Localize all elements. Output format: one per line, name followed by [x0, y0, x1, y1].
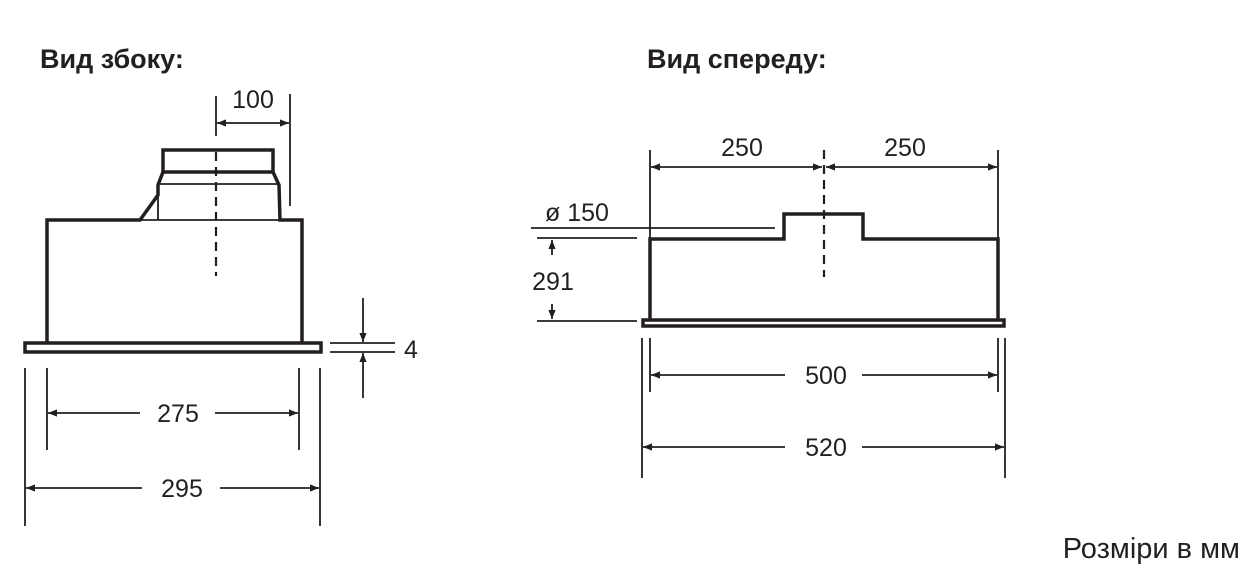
dim-outer-width: 520	[641, 338, 1006, 478]
units-note: Розміри в мм	[1063, 533, 1240, 565]
dim-inner-width-label: 500	[805, 362, 847, 390]
front-view: Вид спереду: 250 250 ø 150 291	[531, 44, 1006, 478]
dim-flange-label: 4	[404, 336, 418, 364]
dim-offset: 100	[215, 86, 291, 206]
dim-right-half-label: 250	[884, 134, 926, 162]
front-flange	[641, 318, 1006, 328]
side-view: Вид збоку: 100 4	[23, 44, 418, 526]
side-view-title: Вид збоку:	[40, 44, 184, 74]
dim-height: 291	[532, 237, 637, 322]
dim-offset-label: 100	[232, 86, 274, 114]
dim-inner-depth: 275	[46, 368, 300, 450]
side-flange	[23, 341, 323, 354]
dim-flange: 4	[330, 298, 418, 398]
dim-outer-width-label: 520	[805, 434, 847, 462]
dim-halves: 250 250	[649, 134, 999, 239]
dim-duct-diameter: ø 150	[531, 199, 775, 229]
front-view-title: Вид спереду:	[647, 44, 827, 74]
dim-outer-depth-label: 295	[161, 475, 203, 503]
dim-inner-width: 500	[649, 338, 999, 392]
dim-outer-depth: 295	[24, 368, 321, 526]
dim-inner-depth-label: 275	[157, 400, 199, 428]
front-view-hood-outline	[641, 150, 1006, 328]
dim-left-half-label: 250	[721, 134, 763, 162]
dim-duct-diameter-label: ø 150	[545, 199, 609, 227]
dim-height-label: 291	[532, 268, 574, 296]
side-view-hood-outline	[23, 148, 323, 354]
